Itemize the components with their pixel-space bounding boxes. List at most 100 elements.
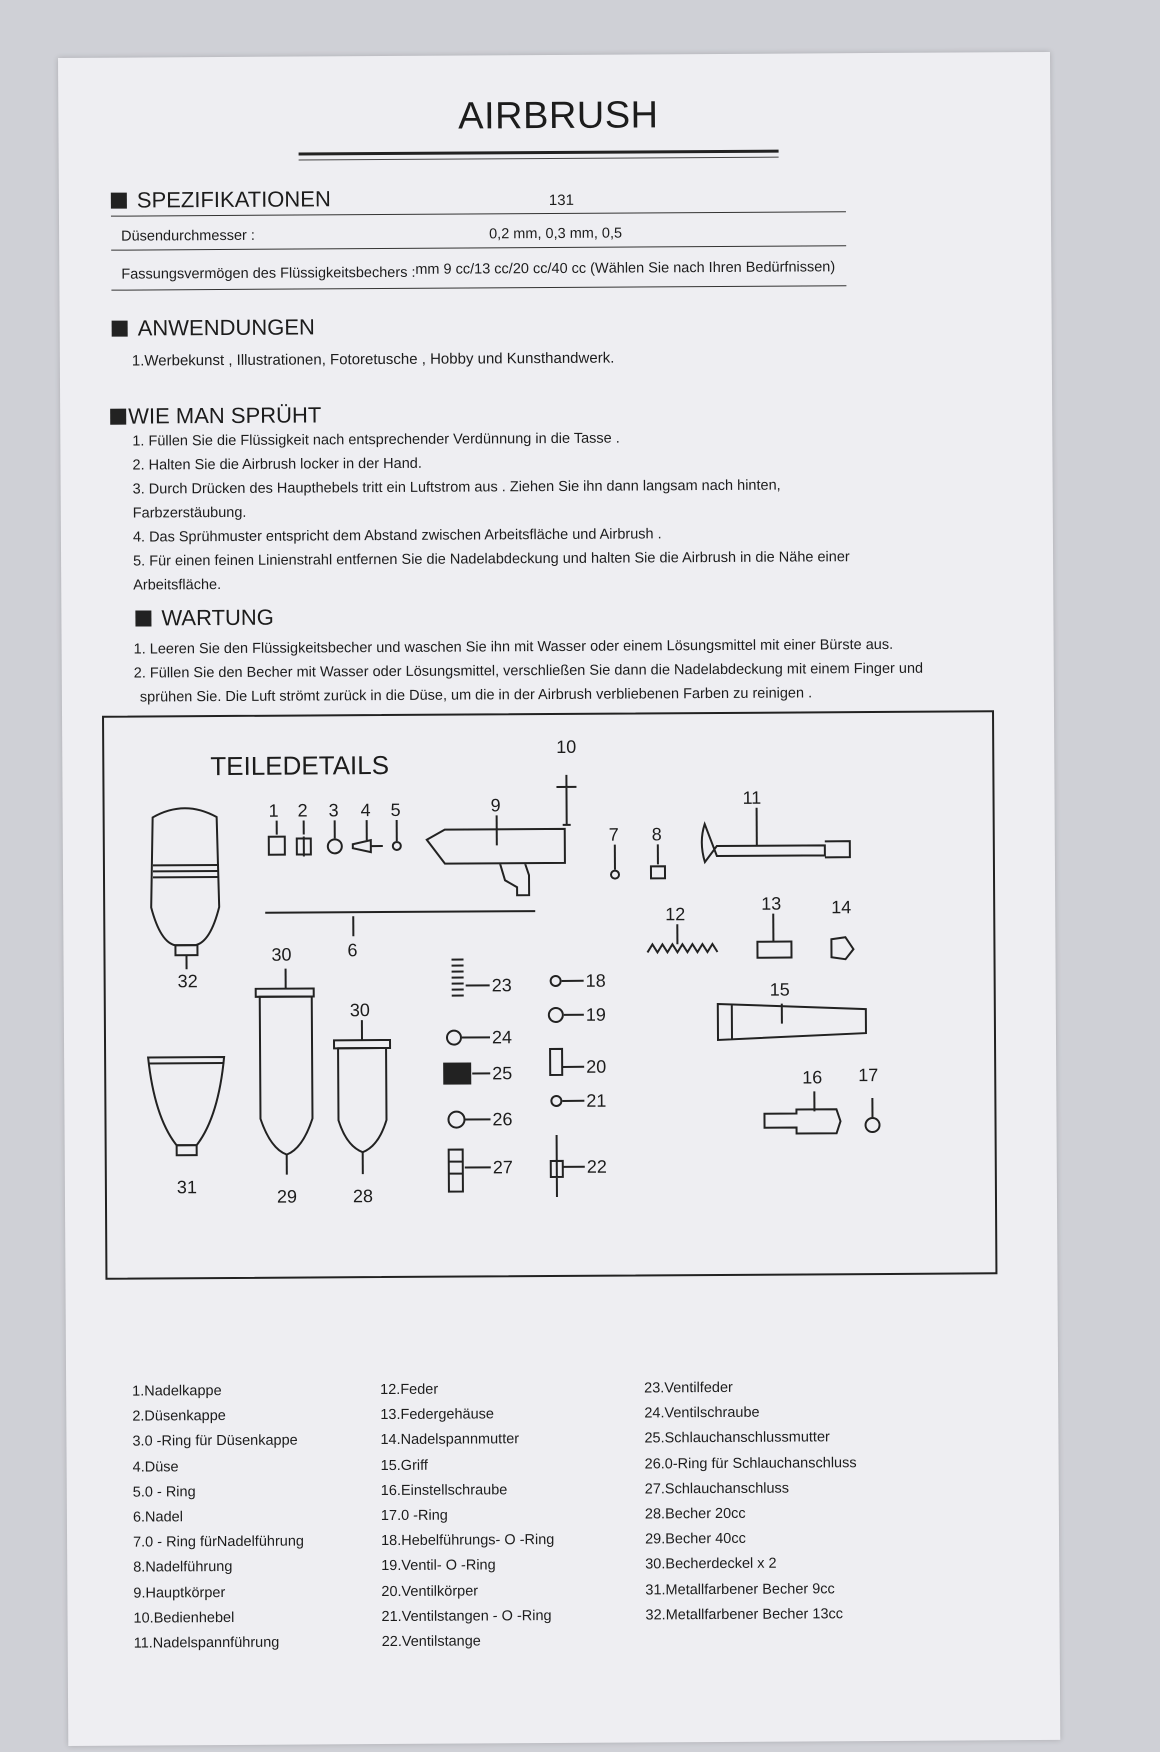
part-16-adjusting-screw bbox=[763, 1108, 842, 1135]
spraying-heading-text: WIE MAN SPRÜHT bbox=[128, 402, 322, 429]
part-13-spring-housing bbox=[756, 940, 793, 959]
label-19: 19 bbox=[586, 1005, 606, 1025]
parts-list-item: 22.Ventilstange bbox=[381, 1633, 481, 1651]
part-2-nozzle-cap bbox=[295, 836, 312, 857]
spraying-line-3: 3. Durch Drücken des Haupthebels tritt e… bbox=[132, 477, 781, 498]
parts-list-item: 29.Becher 40cc bbox=[645, 1531, 746, 1548]
parts-list-item: 18.Hebelführungs- O -Ring bbox=[381, 1532, 555, 1550]
part-20-valve-body bbox=[549, 1047, 564, 1077]
part-4-nozzle bbox=[351, 838, 383, 854]
parts-diagram-box: TEILEDETAILS bbox=[102, 710, 998, 1280]
label-15: 15 bbox=[770, 980, 790, 1000]
parts-list-item: 20.Ventilkörper bbox=[381, 1583, 479, 1600]
spec-label-nozzle: Düsendurchmesser : bbox=[121, 227, 255, 245]
parts-list-item: 15.Griff bbox=[380, 1457, 428, 1474]
parts-list-item: 16.Einstellschraube bbox=[380, 1482, 508, 1499]
part-14-chuck-nut bbox=[830, 936, 855, 961]
spraying-line-5: 4. Das Sprühmuster entspricht dem Abstan… bbox=[132, 526, 662, 546]
bullet-square-icon bbox=[111, 320, 128, 337]
spraying-line-1: 1. Füllen Sie die Flüssigkeit nach entsp… bbox=[132, 430, 620, 450]
label-17: 17 bbox=[858, 1065, 878, 1085]
spec-value-nozzle: 0,2 mm, 0,3 mm, 0,5 bbox=[489, 225, 623, 243]
title-underline bbox=[298, 149, 779, 156]
parts-list-item: 6.Nadel bbox=[132, 1509, 183, 1526]
part-19-valve-oring bbox=[547, 1006, 564, 1023]
label-5: 5 bbox=[391, 800, 401, 820]
label-32: 32 bbox=[178, 971, 198, 991]
part-28-cup-20cc bbox=[332, 1020, 392, 1175]
title-underline-thin bbox=[298, 156, 779, 161]
part-9-main-body bbox=[425, 827, 566, 897]
applications-heading: ANWENDUNGEN bbox=[111, 314, 315, 341]
bullet-square-icon bbox=[110, 408, 127, 425]
part-29-cup-40cc bbox=[254, 968, 315, 1175]
part-22-valve-stem bbox=[549, 1134, 564, 1197]
part-12-spring bbox=[646, 942, 719, 955]
label-11: 11 bbox=[742, 788, 761, 808]
label-27: 27 bbox=[493, 1157, 513, 1177]
parts-list-item: 28.Becher 20cc bbox=[644, 1505, 746, 1523]
parts-list-item: 30.Becherdeckel x 2 bbox=[645, 1556, 777, 1573]
part-17-oring bbox=[864, 1117, 881, 1134]
label-6: 6 bbox=[347, 940, 357, 960]
part-26-hose-oring bbox=[447, 1110, 466, 1129]
label-16: 16 bbox=[802, 1067, 822, 1087]
label-7: 7 bbox=[609, 825, 619, 845]
label-10: 10 bbox=[556, 737, 576, 757]
manual-sheet: AIRBRUSH SPEZIFIKATIONEN 131 Düsendurchm… bbox=[58, 51, 1061, 1746]
parts-list-item: 19.Ventil- O -Ring bbox=[381, 1557, 496, 1575]
spec-value-capacity: mm 9 cc/13 cc/20 cc/40 cc (Wählen Sie na… bbox=[415, 259, 836, 278]
parts-list-item: 25.Schlauchanschlussmutter bbox=[644, 1429, 830, 1447]
parts-list-item: 17.0 -Ring bbox=[380, 1507, 448, 1525]
parts-diagram: 1 2 3 4 5 6 7 8 9 10 11 12 13 14 15 16 1… bbox=[146, 737, 881, 1207]
parts-list-item: 4.Düse bbox=[132, 1458, 179, 1476]
part-6-needle bbox=[265, 910, 536, 914]
label-25: 25 bbox=[492, 1063, 512, 1083]
spec-label-capacity: Fassungsvermögen des Flüssigkeitsbechers… bbox=[121, 264, 416, 283]
part-32-metal-cup-13cc bbox=[150, 807, 221, 970]
maintenance-heading: WARTUNG bbox=[135, 605, 274, 632]
label-3: 3 bbox=[329, 800, 339, 820]
label-31: 31 bbox=[177, 1177, 197, 1197]
bullet-square-icon bbox=[135, 610, 152, 627]
parts-list-item: 11.Nadelspannführung bbox=[133, 1634, 280, 1652]
parts-list-item: 27.Schlauchanschluss bbox=[644, 1480, 790, 1498]
maintenance-line-3: sprühen Sie. Die Luft strömt zurück in d… bbox=[139, 685, 813, 706]
parts-list-item: 14.Nadelspannmutter bbox=[380, 1431, 520, 1449]
label-30-b: 30 bbox=[350, 1000, 370, 1020]
parts-list-item: 13.Federgehäuse bbox=[380, 1406, 495, 1424]
parts-list-item: 3.0 -Ring für Düsenkappe bbox=[132, 1432, 298, 1450]
bullet-square-icon bbox=[110, 192, 127, 209]
parts-list-item: 21.Ventilstangen - O -Ring bbox=[381, 1607, 552, 1625]
part-3-oring bbox=[326, 838, 343, 855]
label-4: 4 bbox=[361, 800, 371, 820]
part-27-hose-connector bbox=[447, 1148, 464, 1193]
parts-list-item: 31.Metallfarbener Becher 9cc bbox=[645, 1580, 835, 1599]
label-2: 2 bbox=[298, 800, 308, 820]
label-24: 24 bbox=[492, 1027, 512, 1047]
specs-heading: SPEZIFIKATIONEN bbox=[110, 186, 331, 213]
parts-list-item: 10.Bedienhebel bbox=[133, 1609, 235, 1627]
label-23: 23 bbox=[492, 975, 512, 995]
maintenance-heading-text: WARTUNG bbox=[161, 604, 274, 631]
part-24-valve-screw bbox=[445, 1029, 462, 1046]
specs-model: 131 bbox=[548, 191, 574, 210]
spraying-line-7: Arbeitsfläche. bbox=[133, 577, 222, 594]
part-10-trigger bbox=[556, 774, 577, 826]
applications-heading-text: ANWENDUNGEN bbox=[137, 314, 315, 341]
label-22: 22 bbox=[587, 1157, 607, 1177]
parts-list-item: 24.Ventilschraube bbox=[644, 1404, 760, 1422]
part-8-needle-guide bbox=[649, 865, 667, 880]
label-20: 20 bbox=[586, 1057, 606, 1077]
applications-line-1: 1.Werbekunst , Illustrationen, Fotoretus… bbox=[131, 349, 615, 370]
parts-list-item: 1.Nadelkappe bbox=[132, 1383, 222, 1400]
label-18: 18 bbox=[586, 971, 606, 991]
parts-list-col-3: 23.Ventilfeder 24.Ventilschraube 25.Schl… bbox=[644, 1375, 858, 1628]
label-30-a: 30 bbox=[271, 945, 291, 965]
parts-list-col-2: 12.Feder 13.Federgehäuse 14.Nadelspannmu… bbox=[380, 1377, 555, 1655]
part-25-hose-nut bbox=[443, 1062, 472, 1085]
part-18-lever-oring bbox=[549, 974, 562, 987]
spraying-line-6: 5. Für einen feinen Linienstrahl entfern… bbox=[133, 549, 850, 570]
label-12: 12 bbox=[665, 904, 685, 924]
document-title: AIRBRUSH bbox=[458, 94, 659, 138]
